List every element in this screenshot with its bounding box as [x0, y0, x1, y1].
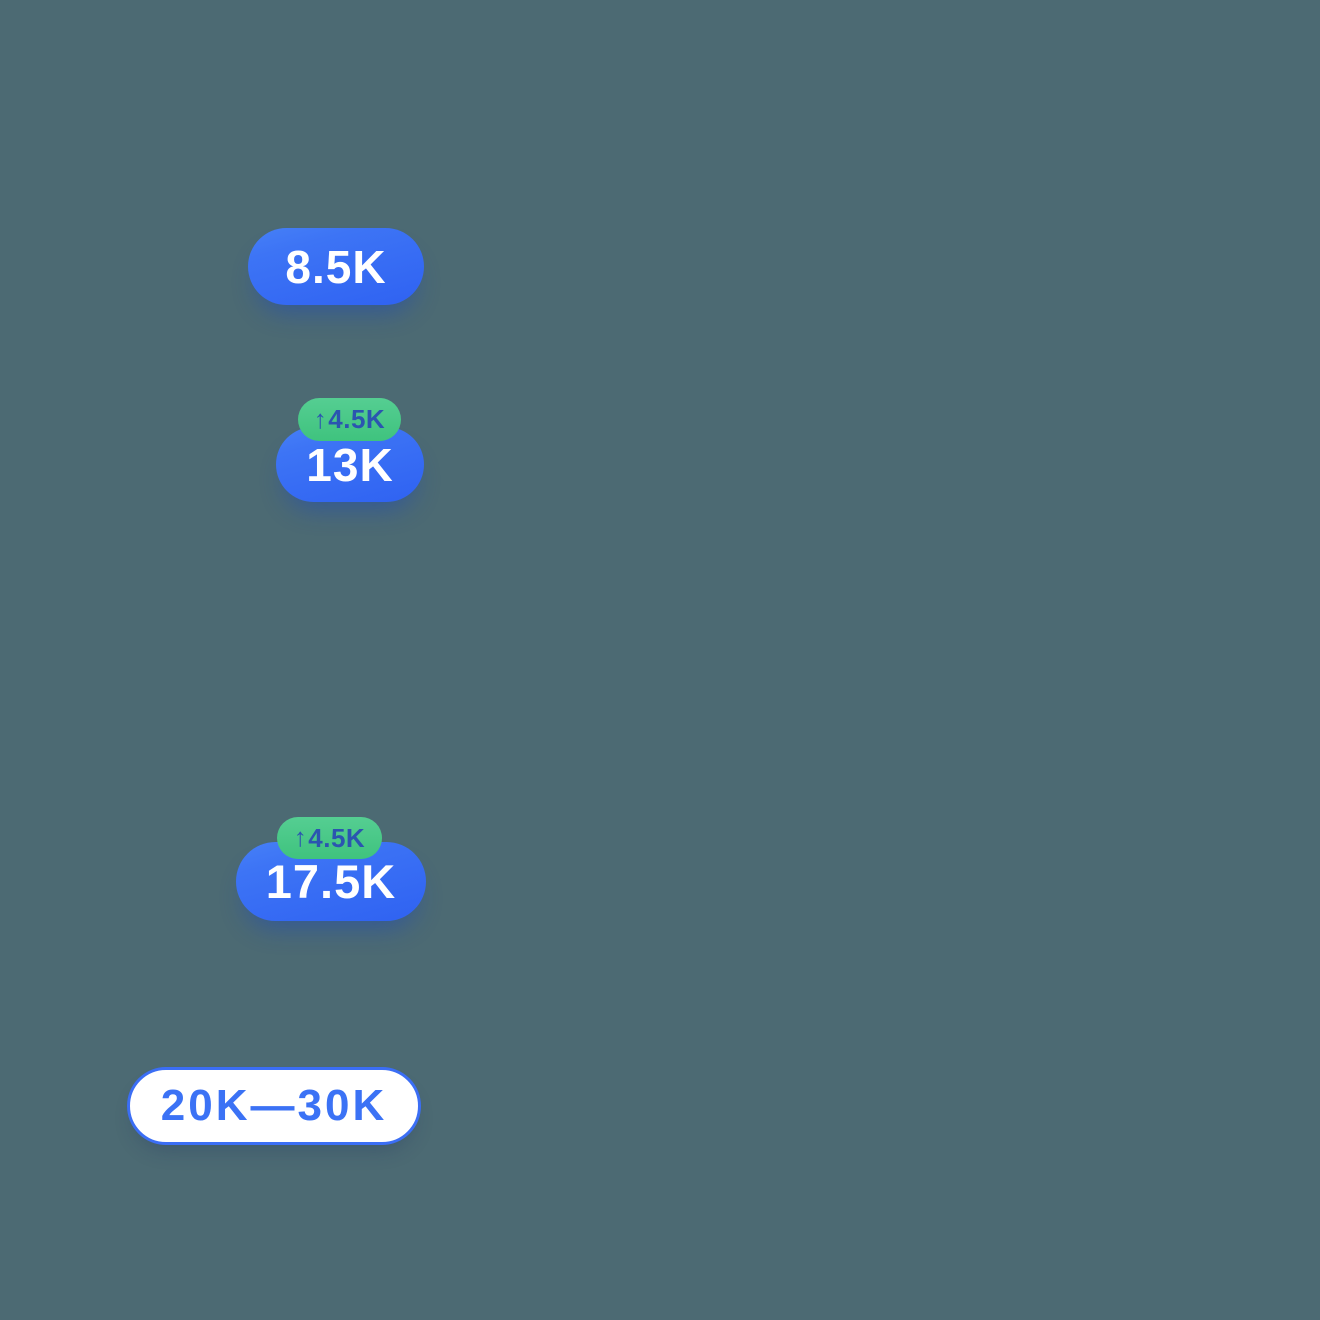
delta-tag-17-5k: ↑ 4.5K — [277, 817, 382, 859]
delta-tag-label: 4.5K — [308, 822, 366, 853]
value-badge-8-5k: 8.5K — [248, 228, 424, 305]
arrow-up-icon: ↑ — [313, 403, 328, 434]
arrow-up-icon: ↑ — [293, 822, 308, 852]
delta-tag-13k: ↑ 4.5K — [298, 398, 401, 441]
delta-tag-label: 4.5K — [328, 404, 386, 434]
range-chip-20k-30k[interactable]: 20K—30K — [127, 1067, 421, 1145]
value-badge-17-5k: 17.5K — [236, 842, 426, 921]
